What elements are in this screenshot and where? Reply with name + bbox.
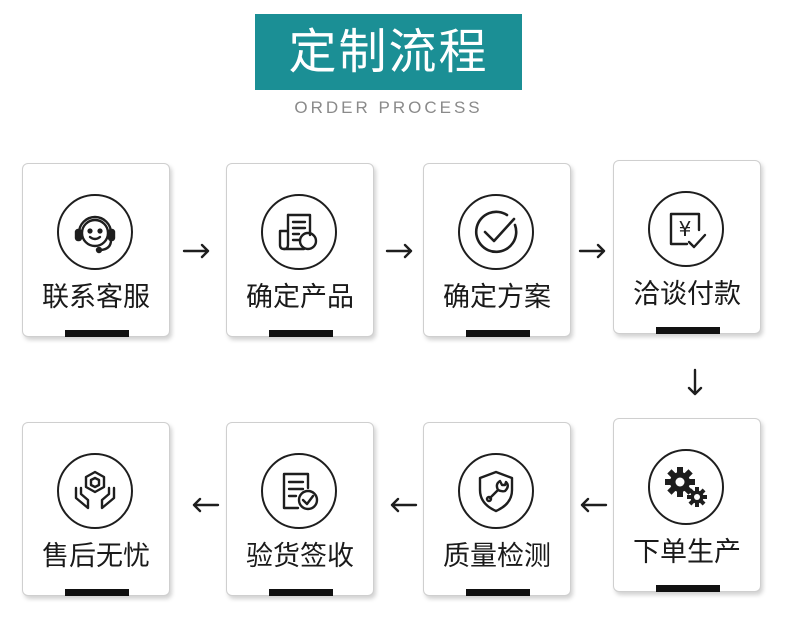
arrow-right-icon [385, 236, 415, 266]
page-subtitle: ORDER PROCESS [294, 98, 483, 117]
arrow-down-icon [680, 368, 710, 398]
customer-service-icon [57, 194, 133, 270]
step-underline [656, 585, 720, 592]
arrow-left-icon [388, 490, 418, 520]
step-label: 洽谈付款 [633, 279, 741, 310]
step-underline [466, 589, 530, 596]
gears-icon [648, 449, 724, 525]
arrow-left-icon [190, 490, 220, 520]
step-underline [466, 330, 530, 337]
step-underline [269, 330, 333, 337]
arrow-right-icon [578, 236, 608, 266]
shield-wrench-icon [458, 453, 534, 529]
step-label: 质量检测 [443, 541, 551, 572]
step-label: 验货签收 [246, 541, 354, 572]
yuan-symbol: ¥ [679, 217, 692, 241]
step-label: 下单生产 [633, 537, 741, 568]
arrow-right-icon [182, 236, 212, 266]
step-card-negotiate-payment: ¥ 洽谈付款 [613, 160, 761, 334]
signed-document-icon [261, 453, 337, 529]
step-card-contact-service: 联系客服 [22, 163, 170, 337]
checkmark-icon [458, 194, 534, 270]
step-card-order-production: 下单生产 [613, 418, 761, 592]
step-underline [65, 330, 129, 337]
step-card-confirm-plan: 确定方案 [423, 163, 571, 337]
step-label: 确定方案 [443, 282, 551, 313]
hexagon-hands-icon [57, 453, 133, 529]
step-underline [656, 327, 720, 334]
step-underline [65, 589, 129, 596]
step-label: 联系客服 [42, 282, 150, 313]
step-card-after-sales: 售后无忧 [22, 422, 170, 596]
arrow-left-icon [578, 490, 608, 520]
yuan-payment-icon: ¥ [648, 191, 724, 267]
page-title: 定制流程 [288, 24, 489, 80]
step-card-confirm-product: 确定产品 [226, 163, 374, 337]
product-document-icon [261, 194, 337, 270]
step-label: 确定产品 [246, 282, 354, 313]
step-label: 售后无忧 [42, 541, 150, 572]
title-banner: 定制流程 [255, 14, 522, 90]
step-card-quality-inspection: 质量检测 [423, 422, 571, 596]
step-card-inspect-sign: 验货签收 [226, 422, 374, 596]
step-underline [269, 589, 333, 596]
